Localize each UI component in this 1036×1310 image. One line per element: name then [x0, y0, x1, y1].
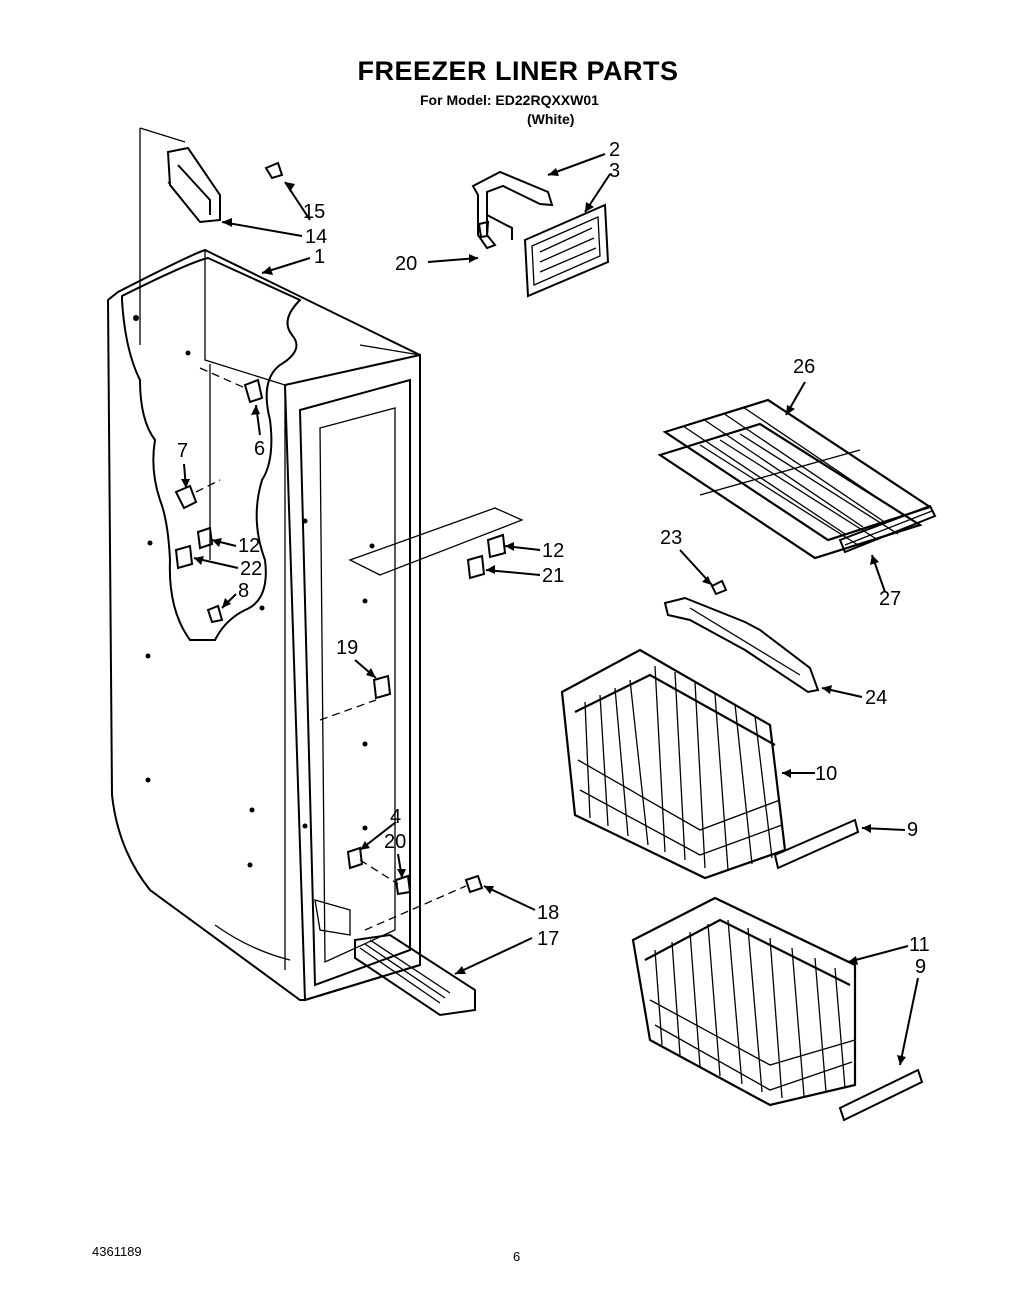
callout-21: 21 — [542, 565, 564, 587]
screw-part-8 — [206, 604, 224, 624]
color-line: (White) — [527, 111, 575, 127]
callout-9-upper: 9 — [907, 819, 918, 841]
callout-19: 19 — [336, 637, 358, 659]
callout-20-lower: 20 — [384, 831, 406, 853]
bracket-part-4 — [346, 846, 364, 870]
callout-7: 7 — [177, 440, 188, 462]
callout-2: 2 — [609, 139, 620, 161]
callout-23: 23 — [660, 527, 682, 549]
basket-part-10 — [560, 648, 787, 880]
handle-part-2 — [471, 170, 554, 250]
freezer-liner — [106, 248, 421, 1002]
basket-trim-part-9-upper — [773, 818, 860, 870]
callout-17: 17 — [537, 928, 559, 950]
panel-part-3 — [523, 203, 610, 298]
callout-24: 24 — [865, 687, 887, 709]
rail-part-24 — [663, 596, 820, 694]
callout-12-right: 12 — [542, 540, 564, 562]
basket-trim-part-9-lower — [838, 1068, 924, 1122]
clip-part-12-right — [348, 507, 524, 576]
screw-part-20-top — [477, 220, 490, 239]
callout-26: 26 — [793, 356, 815, 378]
clip-part-7 — [174, 479, 221, 510]
callout-10: 10 — [815, 763, 837, 785]
basket-part-11 — [631, 896, 857, 1107]
bracket-part-21 — [466, 554, 486, 580]
page-number: 6 — [513, 1249, 521, 1264]
screw-part-23 — [710, 579, 728, 596]
clip-part-12-left — [196, 526, 214, 550]
callout-3: 3 — [609, 160, 620, 182]
bracket-part-14 — [166, 146, 221, 224]
callout-12-left: 12 — [238, 535, 260, 557]
callout-8: 8 — [238, 580, 249, 602]
toe-grille-part-17 — [354, 933, 476, 1017]
callout-14: 14 — [305, 226, 327, 248]
hinge-part-6 — [199, 367, 264, 404]
callout-9-lower: 9 — [915, 956, 926, 978]
callout-22: 22 — [240, 558, 262, 580]
screw-part-20-lower — [359, 859, 412, 896]
callout-11: 11 — [909, 934, 930, 956]
callout-1: 1 — [314, 246, 325, 268]
document-number: 4361189 — [92, 1244, 142, 1259]
callout-labels: 15 14 1 2 3 20 26 27 23 24 10 9 11 9 6 7… — [177, 139, 930, 978]
callout-15: 15 — [303, 201, 325, 223]
model-line: For Model: ED22RQXXW01 — [420, 92, 599, 108]
callout-20-top: 20 — [395, 253, 417, 275]
callout-4: 4 — [390, 806, 401, 828]
screw-part-18 — [364, 874, 484, 931]
leader-lines — [181, 153, 919, 1066]
callout-18: 18 — [537, 902, 559, 924]
callout-27: 27 — [879, 588, 901, 610]
shelf-trim-part-27 — [838, 504, 937, 554]
plug-part-19 — [319, 674, 392, 721]
screw-part-15 — [264, 161, 284, 180]
page-title: FREEZER LINER PARTS — [357, 56, 679, 86]
bracket-part-22 — [174, 544, 194, 570]
callout-6: 6 — [254, 438, 265, 460]
